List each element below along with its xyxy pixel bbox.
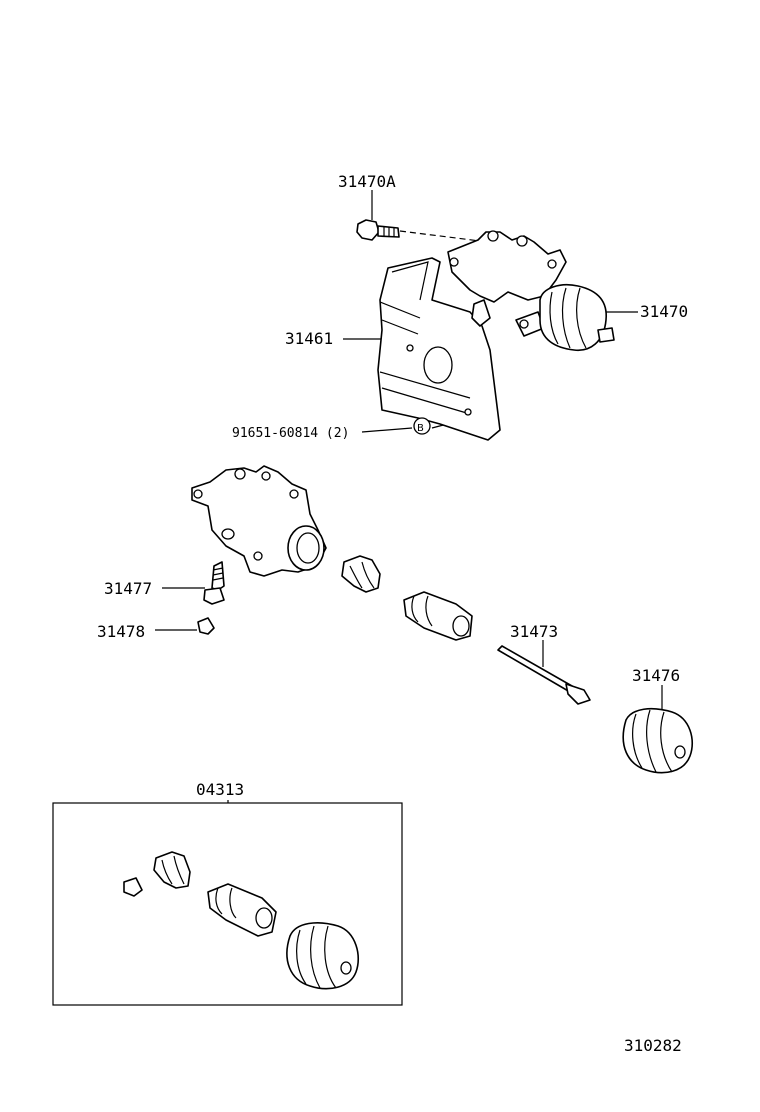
leader-nut: [361, 427, 413, 433]
release-cylinder-assy: [447, 230, 615, 351]
label-bleeder-cap: 31478: [97, 622, 145, 641]
label-nut: 91651-60814 (2): [232, 426, 349, 441]
piston-part: [403, 591, 473, 641]
label-diagram-id: 310282: [624, 1036, 682, 1055]
bolt-part: [356, 219, 400, 241]
cylinder-cup-part: [341, 555, 381, 593]
cylinder-body-part: [191, 465, 327, 577]
push-rod-part: [497, 645, 591, 705]
label-boot: 31476: [632, 666, 680, 685]
bleeder-plug-part: [203, 561, 225, 605]
nut-marker: B: [417, 423, 424, 434]
label-bracket: 31461: [285, 329, 333, 348]
label-kit: 04313: [196, 780, 244, 799]
kit-contents: [123, 851, 360, 990]
alignment-dash: [399, 230, 489, 243]
label-cylinder-assy: 31470: [640, 302, 688, 321]
bleeder-cap-part: [197, 617, 215, 635]
label-bleeder-plug: 31477: [104, 579, 152, 598]
label-push-rod: 31473: [510, 622, 558, 641]
kit-box: [52, 802, 403, 1006]
label-bolt: 31470A: [338, 172, 396, 191]
boot-part: [622, 707, 694, 774]
bracket-part: B: [377, 257, 501, 441]
